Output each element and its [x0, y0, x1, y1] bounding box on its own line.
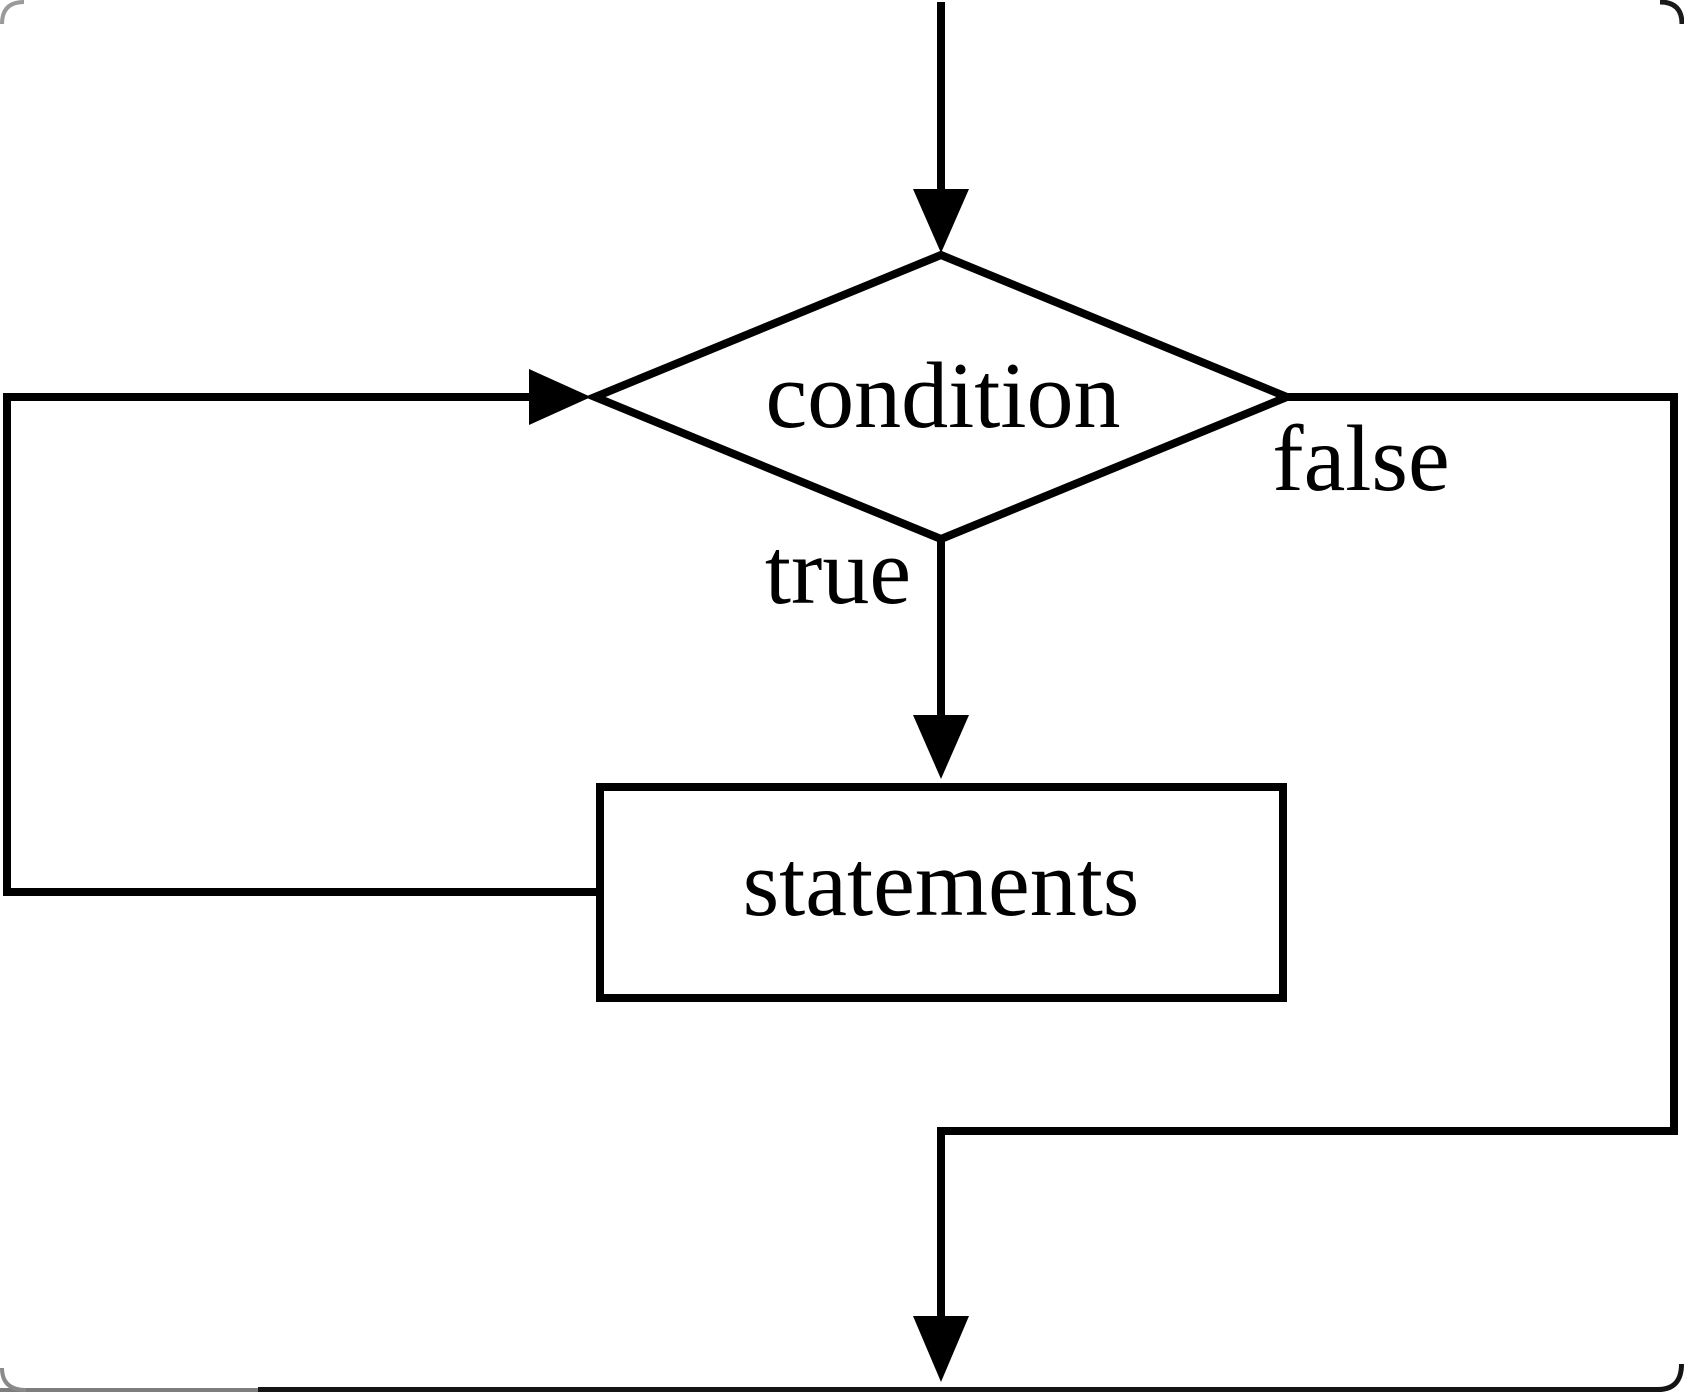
- exit-arrowhead-icon: [913, 1316, 969, 1382]
- frame-bottom-edge-gray: [0, 1388, 258, 1392]
- frame-bottom-edge: [258, 1387, 1660, 1392]
- frame-corner-bottom-right: [1657, 1363, 1684, 1392]
- true-branch-label: true: [765, 520, 911, 624]
- loop-back-edge: [3, 393, 602, 896]
- condition-label: condition: [765, 344, 1120, 448]
- frame-corner-top-left: [0, 0, 25, 25]
- frame-corner-bottom-left: [0, 1367, 27, 1392]
- false-branch-label: false: [1272, 407, 1449, 511]
- statements-box: [596, 783, 1287, 1002]
- false-edge: [937, 393, 1678, 1322]
- frame-corner-top-right: [1659, 0, 1684, 25]
- statements-label: statements: [743, 832, 1140, 936]
- loop-arrowhead-icon: [529, 369, 591, 425]
- true-arrowhead-icon: [913, 715, 969, 779]
- entry-arrowhead-icon: [913, 189, 969, 253]
